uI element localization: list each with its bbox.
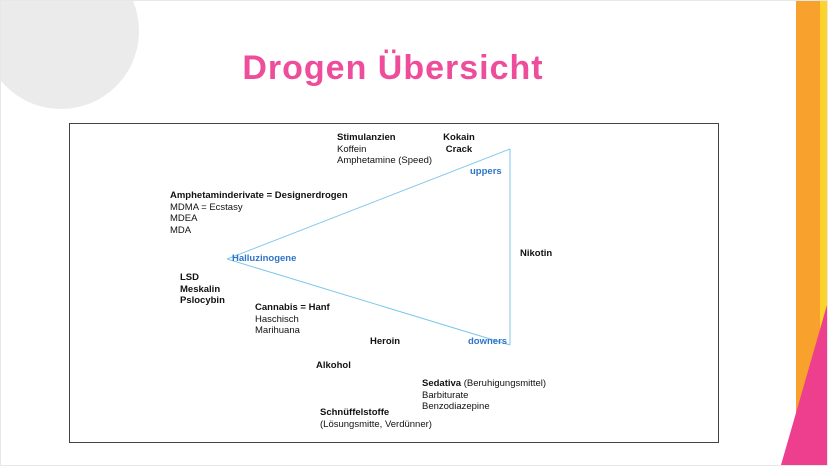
label-zone-uppers: uppers — [470, 166, 502, 177]
drug-group-title: Stimulanzien — [337, 132, 396, 143]
label-zone-halluzinogene: Halluzinogene — [232, 253, 297, 264]
drug-group-title: Schnüffelstoffe — [320, 407, 390, 418]
triangle-shape — [226, 148, 511, 346]
drug-name: Marihuana — [255, 325, 300, 336]
drug-name: Haschisch — [255, 313, 299, 325]
drug-name: Benzodiazepine — [422, 401, 490, 412]
label-zone-downers: downers — [468, 336, 508, 347]
drug-group-title-bold: Sedativa — [422, 378, 462, 389]
triangle-bottom-edge — [226, 258, 511, 346]
page-title: Drogen Übersicht — [242, 49, 544, 87]
decorative-yellow-bar — [818, 1, 827, 465]
label-group-cannabis: Cannabis = Hanf Haschisch Marihuana — [255, 302, 330, 337]
label-alkohol: Alkohol — [316, 360, 351, 371]
label-group-sedativa: Sedativa (Beruhigungsmittel) Barbiturate… — [422, 378, 546, 413]
label-group-amphetaminderivate: Amphetaminderivate = Designerdrogen MDMA… — [170, 190, 348, 236]
label-group-schnueffelstoffe: Schnüffelstoffe (Lösungsmitte, Verdünner… — [320, 407, 432, 430]
drug-name: Pslocybin — [180, 295, 225, 306]
label-group-kokain: Kokain Crack — [435, 132, 483, 155]
drug-name: MDEA — [170, 213, 198, 224]
drug-name: Koffein — [337, 143, 367, 155]
label-nikotin: Nikotin — [520, 248, 553, 259]
triangle-top-edge — [226, 148, 511, 260]
drug-name: Crack — [445, 143, 473, 155]
drug-name: Amphetamine (Speed) — [337, 155, 433, 166]
drug-group-title: Sedativa (Beruhigungsmittel) — [422, 378, 546, 390]
label-group-stimulanzien: Stimulanzien Koffein Amphetamine (Speed) — [337, 132, 432, 167]
drug-group-title: Amphetaminderivate = Designerdrogen — [170, 190, 348, 201]
drug-name: MDMA = Ecstasy — [170, 201, 243, 213]
drug-name: (Lösungsmitte, Verdünner) — [320, 418, 432, 430]
drug-group-title-rest: (Beruhigungsmittel) — [461, 378, 547, 389]
drug-name: Kokain — [443, 132, 475, 143]
drug-name: MDA — [170, 224, 192, 236]
drug-name: Barbiturate — [422, 389, 469, 401]
drug-name: LSD — [180, 272, 199, 283]
label-heroin: Heroin — [370, 336, 401, 347]
label-group-psychedelika: LSD Meskalin Pslocybin — [180, 272, 225, 307]
drug-group-title: Cannabis = Hanf — [255, 302, 330, 313]
drug-overview-diagram: Stimulanzien Koffein Amphetamine (Speed)… — [69, 123, 719, 443]
drug-name: Meskalin — [180, 283, 221, 295]
